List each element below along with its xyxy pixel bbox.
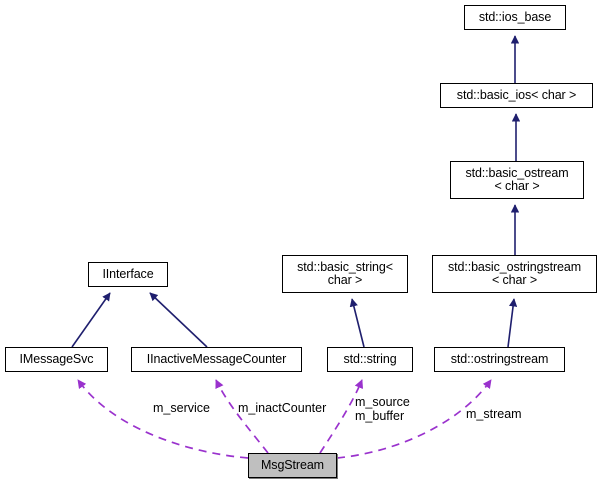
edge-msgstream-to-ostringstream bbox=[336, 379, 492, 459]
node-basic-ostream[interactable]: std::basic_ostream < char > bbox=[450, 161, 584, 199]
edge-label-m-service: m_service bbox=[153, 401, 210, 415]
inheritance-edges bbox=[71, 35, 521, 348]
node-ios-base[interactable]: std::ios_base bbox=[464, 5, 566, 30]
edge-label-m-stream: m_stream bbox=[466, 407, 522, 421]
edge-label-m-source-m-buffer: m_source m_buffer bbox=[355, 395, 410, 423]
edge-msgstream-to-string bbox=[319, 379, 364, 454]
node-basic-ios[interactable]: std::basic_ios< char > bbox=[440, 83, 593, 108]
edge-iinactivemessagecounter-to-iinterface bbox=[149, 292, 208, 348]
node-iinactivemessagecounter[interactable]: IInactiveMessageCounter bbox=[131, 347, 302, 372]
edge-msgstream-to-imessagesvc bbox=[77, 379, 249, 459]
node-msgstream[interactable]: MsgStream bbox=[248, 453, 337, 478]
edge-ostringstream-to-basic_ostringstream bbox=[507, 298, 518, 348]
edge-imessagesvc-to-iinterface bbox=[71, 292, 111, 348]
node-ostringstream[interactable]: std::ostringstream bbox=[434, 347, 565, 372]
node-iinterface[interactable]: IInterface bbox=[88, 262, 168, 287]
node-string[interactable]: std::string bbox=[327, 347, 413, 372]
edge-string-to-basic_string bbox=[349, 298, 365, 348]
node-basic-ostringstream[interactable]: std::basic_ostringstream < char > bbox=[432, 255, 597, 293]
usage-edges bbox=[77, 379, 492, 459]
edge-msgstream-to-iinactivemessagecounter bbox=[215, 379, 269, 454]
node-basic-string[interactable]: std::basic_string< char > bbox=[282, 255, 408, 293]
edge-label-m-inact-counter: m_inactCounter bbox=[238, 401, 327, 415]
node-imessagesvc[interactable]: IMessageSvc bbox=[5, 347, 108, 372]
